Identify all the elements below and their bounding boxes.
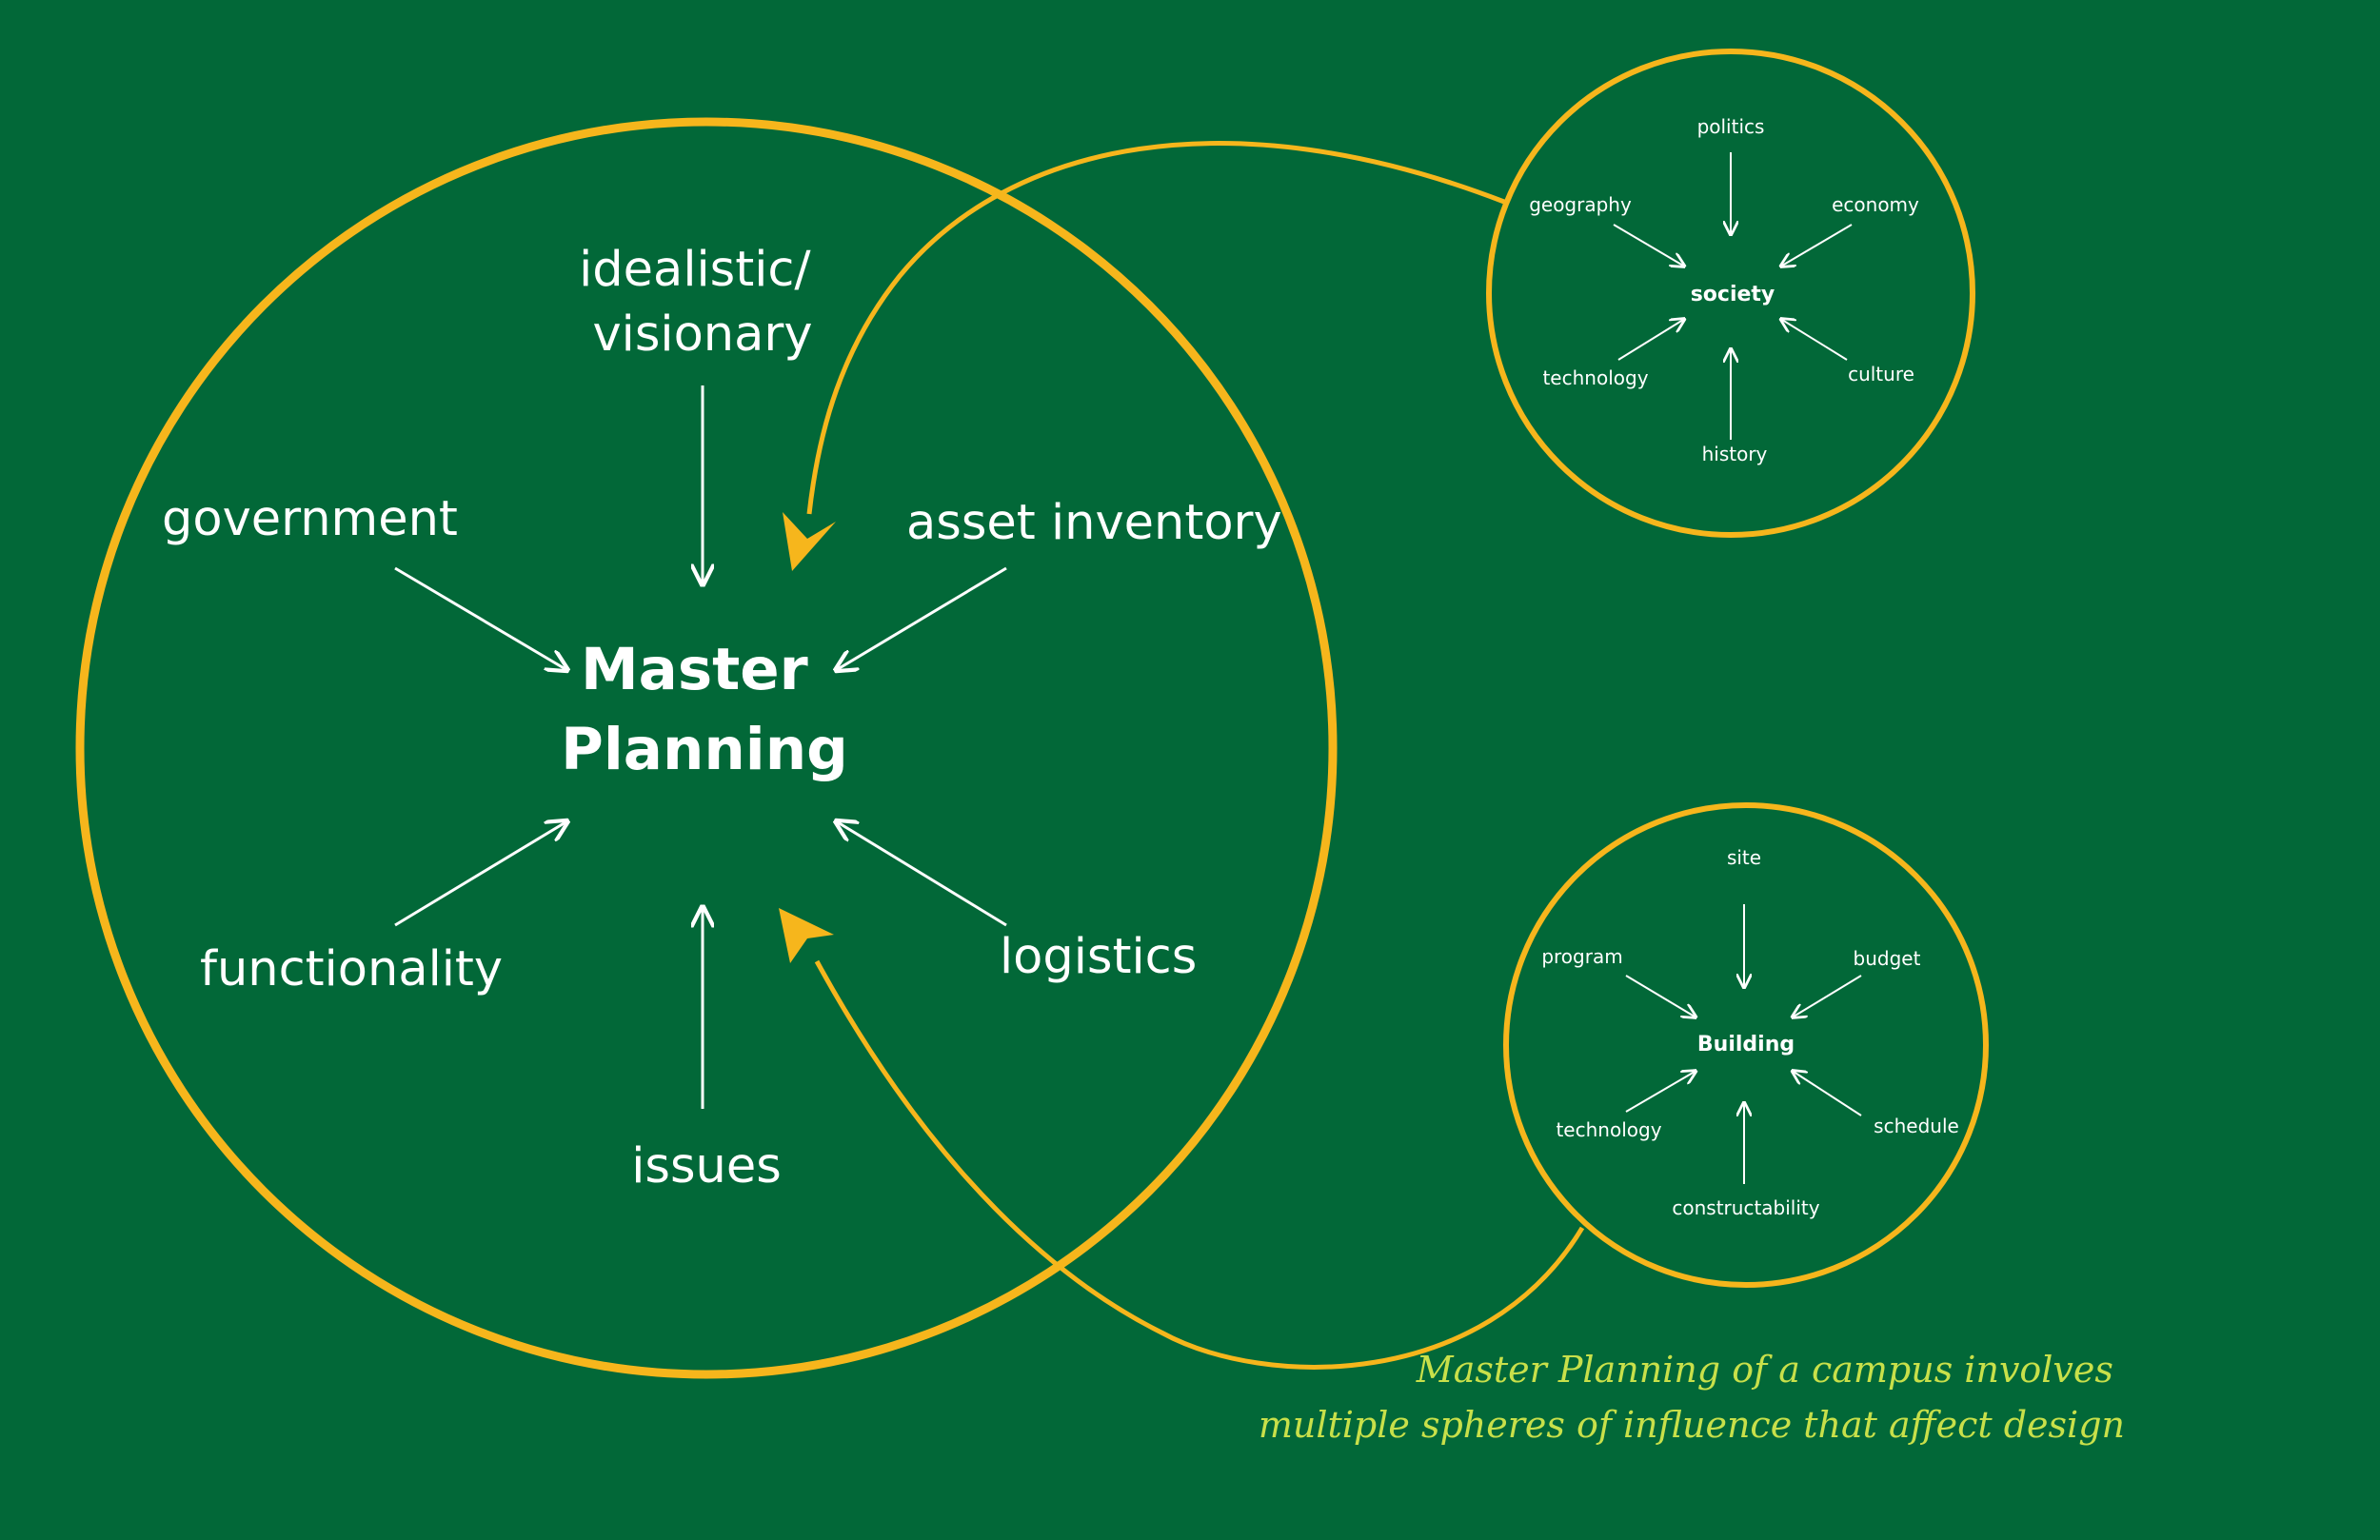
main-influence-arrows (394, 385, 1007, 1109)
society-influence-history: history (1702, 443, 1768, 465)
society-influence-arrows (1613, 152, 1853, 440)
society-center-label: society (1691, 283, 1775, 306)
society-influence-politics: politics (1697, 115, 1765, 138)
influence-functionality: functionality (200, 941, 503, 997)
building-influence-technology: technology (1556, 1118, 1661, 1141)
building-influence-program: program (1541, 945, 1622, 968)
master-planning-center-label: Master Planning (561, 636, 848, 783)
arrow-from-left-bottom (394, 822, 565, 927)
building-center-label: Building (1697, 1033, 1795, 1056)
building-influence-constructability: constructability (1672, 1196, 1819, 1219)
arrow-from-right-top (838, 566, 1007, 669)
influence-idealistic-visionary: idealistic/ visionary (579, 242, 826, 363)
building-influence-schedule: schedule (1874, 1115, 1959, 1137)
influence-asset-inventory: asset inventory (906, 495, 1282, 551)
arrow-from-right-bottom (838, 822, 1007, 927)
diagram-caption: Master Planning of a campus involves mul… (1259, 1349, 2125, 1446)
influence-government: government (162, 491, 458, 547)
society-influence-culture: culture (1848, 363, 1914, 385)
society-sphere (1486, 49, 1975, 538)
influence-issues: issues (631, 1138, 782, 1194)
building-influence-arrows (1625, 904, 1862, 1184)
society-influence-economy: economy (1832, 193, 1919, 216)
society-connector-curve (806, 141, 1505, 515)
influence-logistics: logistics (1000, 929, 1197, 985)
building-sphere (1503, 802, 1989, 1288)
building-influence-site: site (1727, 846, 1761, 869)
building-connector-arrowhead (779, 908, 834, 963)
building-connector-curve (814, 959, 1585, 1370)
society-influence-geography: geography (1529, 193, 1632, 216)
society-influence-technology: technology (1542, 366, 1648, 389)
master-planning-sphere (75, 117, 1338, 1379)
building-influence-budget: budget (1854, 947, 1921, 970)
arrow-from-left-top (394, 566, 565, 669)
society-connector-arrowhead (783, 512, 836, 571)
